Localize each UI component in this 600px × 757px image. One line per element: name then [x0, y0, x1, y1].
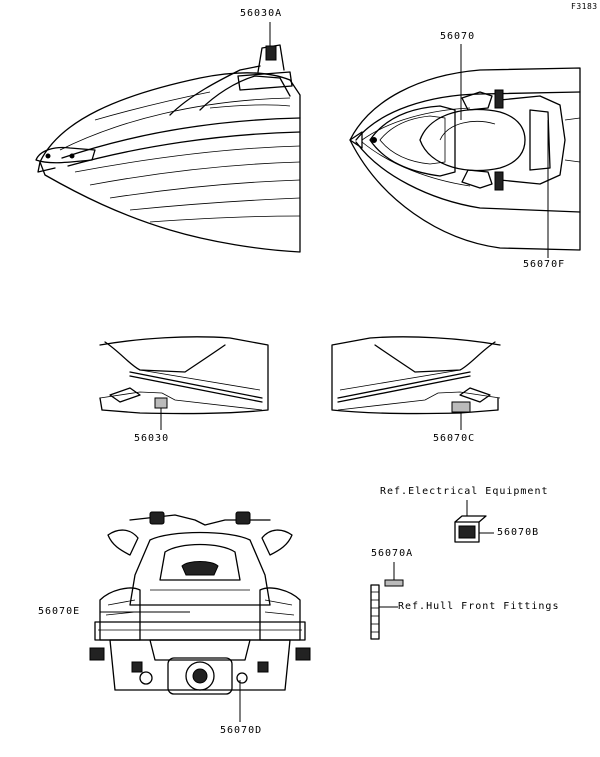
right-side-view [331, 336, 501, 430]
decal-56070B [454, 500, 494, 543]
reference-electrical-equipment[interactable]: Ref.Electrical Equipment [380, 486, 549, 497]
figure-id: F3183 [571, 2, 598, 11]
part-label-56030A: 56030A [240, 8, 283, 19]
rear-view [89, 511, 311, 722]
hull-front-side-view [35, 22, 301, 253]
part-label-56070: 56070 [440, 31, 476, 42]
part-label-56070F: 56070F [523, 259, 566, 270]
top-view [349, 44, 581, 258]
part-label-56030: 56030 [134, 433, 170, 444]
part-label-56070B: 56070B [497, 527, 540, 538]
part-label-56070A: 56070A [371, 548, 414, 559]
part-label-56070E: 56070E [38, 606, 81, 617]
reference-hull-front-fittings[interactable]: Ref.Hull Front Fittings [398, 601, 560, 612]
decal-56070A [384, 562, 404, 587]
part-label-56070D: 56070D [220, 725, 263, 736]
hull-front-fitting-bar [370, 584, 398, 640]
part-label-56070C: 56070C [433, 433, 476, 444]
left-side-view [99, 336, 269, 430]
